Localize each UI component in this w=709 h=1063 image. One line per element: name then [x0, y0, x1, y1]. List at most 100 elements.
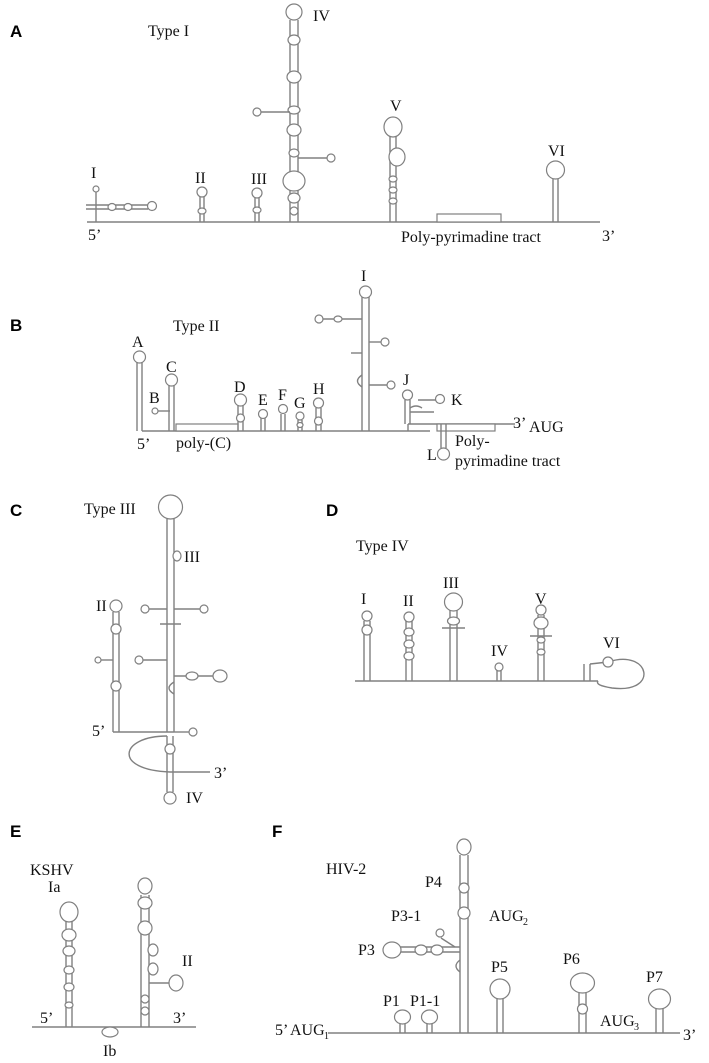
panel-e-label-ii: II — [182, 953, 193, 970]
panel-a: A Type I — [10, 3, 615, 246]
panel-f-stem-p5-loop — [489, 978, 511, 1000]
panel-f-5prime: 5’ — [275, 1022, 288, 1039]
panel-d-title: Type IV — [356, 538, 409, 555]
panel-a-stem-v-loop — [383, 116, 403, 138]
panel-d: D Type IV — [326, 501, 645, 690]
panel-b-stem-a-loop — [132, 350, 147, 364]
panel-f-stem-p6-loop — [569, 972, 596, 994]
panel-b-label-a: A — [132, 334, 144, 351]
panel-d-stem-i-loop — [361, 610, 373, 622]
panel-b-label-k: K — [451, 392, 463, 409]
panel-d-stem-v-loop — [535, 604, 547, 616]
panel-b-5prime: 5’ — [137, 436, 150, 453]
panel-b-stem-f-loop — [277, 403, 289, 415]
panel-b-stem-c-loop — [164, 373, 179, 387]
panel-a-stem-vi-loop — [545, 160, 566, 180]
panel-f-aug1-sub: 1 — [324, 1031, 329, 1042]
panel-a-label-vi: VI — [548, 143, 565, 160]
panel-d-stem-iv-loop — [494, 662, 504, 672]
panel-f-stem-p4-loop — [456, 838, 472, 856]
panel-b-label-j: J — [403, 372, 409, 389]
panel-b-title: Type II — [173, 318, 219, 335]
panel-b-stem-l-loop — [436, 447, 451, 461]
panel-f-stem-p3-loop — [382, 941, 402, 959]
panel-d-label-vi: VI — [603, 635, 620, 652]
panel-e-stem-ib-loop — [101, 1026, 119, 1038]
panel-e-title: KSHV — [30, 862, 74, 879]
panel-f-aug3: AUG — [600, 1013, 635, 1030]
panel-a-stem-iv-loop — [285, 3, 303, 21]
panel-c-title: Type III — [84, 501, 136, 518]
panel-f-label-p1-1: P1-1 — [410, 993, 440, 1010]
panel-b-tract-line1: Poly- — [455, 433, 490, 450]
panel-e-stem-ii-loop — [137, 877, 153, 895]
panel-c-label-iv: IV — [186, 790, 203, 807]
panel-f-aug3-sub: 3 — [634, 1022, 639, 1033]
panel-a-label-iv: IV — [313, 8, 330, 25]
panel-a-stem-ii-loop — [196, 186, 208, 198]
panel-e: E KSHV Ia Ib II 5’ 3’ — [10, 822, 196, 1060]
panel-a-stem-i-loop — [92, 185, 100, 193]
panel-d-label-ii: II — [403, 593, 414, 610]
panel-b: B Type II — [10, 268, 564, 470]
panel-b-stem-k-loop — [434, 393, 446, 405]
panel-b-label-b: B — [149, 390, 160, 407]
panel-e-5prime: 5’ — [40, 1010, 53, 1027]
panel-b-polyc-label: poly-(C) — [176, 435, 231, 452]
panel-f-title: HIV-2 — [326, 861, 366, 878]
panel-b-aug: AUG — [529, 419, 564, 436]
panel-b-label-h: H — [313, 381, 325, 398]
panel-a-label-iii: III — [251, 171, 267, 188]
panel-f-stem-p1-loop — [393, 1009, 412, 1025]
panel-b-stem-g-loop — [295, 411, 305, 421]
panel-b-label-e: E — [258, 392, 268, 409]
panel-b-label-d: D — [234, 379, 246, 396]
panel-f-stem-p3-1-loop — [435, 928, 445, 938]
panel-c-pseudoknot — [128, 735, 210, 773]
panel-b-polyc-box — [175, 423, 239, 432]
panel-f: F HIV-2 — [272, 822, 696, 1044]
panel-e-label-ia: Ia — [48, 879, 60, 896]
panel-f-label-p3: P3 — [358, 942, 375, 959]
panel-f-label-p7: P7 — [646, 969, 663, 986]
panel-f-3prime: 3’ — [683, 1027, 696, 1044]
panel-f-label-p3-1: P3-1 — [391, 908, 421, 925]
panel-f-label-p4: P4 — [425, 874, 442, 891]
panel-a-5prime: 5’ — [88, 227, 101, 244]
panel-d-stem-ii-loop — [403, 611, 415, 623]
panel-a-letter: A — [10, 22, 22, 41]
panel-b-stem-d-loop — [233, 393, 248, 407]
panel-b-stem-e-loop — [257, 408, 269, 420]
panel-f-aug2: AUG — [489, 908, 524, 925]
panel-c-stem-ii-loop — [109, 599, 123, 613]
panel-b-letter: B — [10, 316, 22, 335]
panel-b-stem-i-loop — [358, 285, 373, 299]
panel-c-label-ii: II — [96, 598, 107, 615]
panel-c-5prime: 5’ — [92, 723, 105, 740]
panel-c-letter: C — [10, 501, 22, 520]
panel-d-letter: D — [326, 501, 338, 520]
panel-e-label-ib: Ib — [103, 1043, 116, 1060]
panel-f-aug1: AUG — [290, 1022, 325, 1039]
panel-b-label-c: C — [166, 359, 177, 376]
panel-e-3prime: 3’ — [173, 1010, 186, 1027]
panel-b-3prime: 3’ — [513, 415, 526, 432]
panel-f-stem-p7-loop — [647, 988, 672, 1010]
panel-b-label-f: F — [278, 387, 287, 404]
panel-f-label-p6: P6 — [563, 951, 580, 968]
panel-d-label-iii: III — [443, 575, 459, 592]
panel-f-label-p5: P5 — [491, 959, 508, 976]
panel-d-label-i: I — [361, 591, 366, 608]
panel-c-stem-iv-loop — [163, 791, 177, 805]
panel-c-label-iii: III — [184, 549, 200, 566]
panel-f-letter: F — [272, 822, 282, 841]
panel-d-label-v: V — [535, 591, 547, 608]
panel-c-3prime: 3’ — [214, 765, 227, 782]
panel-a-label-v: V — [390, 98, 402, 115]
panel-f-aug2-sub: 2 — [523, 917, 528, 928]
panel-b-label-g: G — [294, 395, 306, 412]
panel-b-stem-h-loop — [312, 397, 325, 409]
panel-f-label-p1: P1 — [383, 993, 400, 1010]
panel-b-tract-line2: pyrimadine tract — [455, 453, 561, 470]
